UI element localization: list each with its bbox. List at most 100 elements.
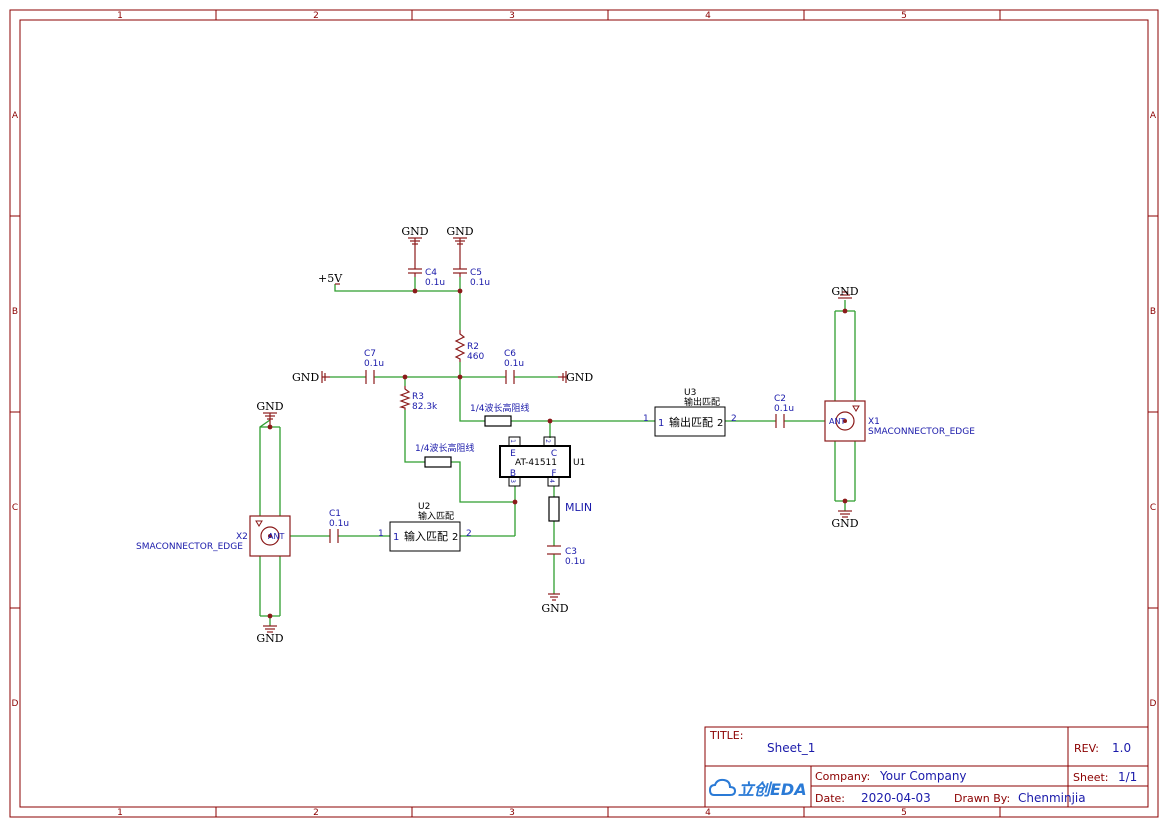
frame-row-a: A [12, 111, 19, 121]
frame-row-b-right: B [1150, 307, 1156, 317]
u2-pin1-outer: 1 [378, 529, 384, 539]
r2-value: 460 [467, 352, 484, 362]
transistor-u1[interactable]: 1 2 3 4 E C B F AT-41511 U1 [499, 436, 585, 487]
u2-pin2-outer: 2 [466, 529, 472, 539]
u2-value: 输入匹配 [418, 510, 454, 522]
input-match-u2[interactable]: U2 输入匹配 1 1 输入匹配 2 2 [378, 502, 472, 552]
gnd-label-x1-bottom: GND [831, 517, 858, 530]
gnd-label-c7: GND [292, 371, 319, 384]
u3-pin1-inner: 1 [658, 418, 664, 429]
c3-value: 0.1u [565, 557, 585, 567]
gnd-symbol-x1-top: GND [831, 285, 859, 299]
date-label: Date: [815, 792, 845, 805]
frame-row-c: C [12, 503, 18, 513]
capacitor-c1[interactable]: C1 0.1u [329, 509, 349, 543]
x2-ant-label: ANT [268, 532, 284, 541]
vcc-symbol: +5V [318, 272, 343, 285]
c1-ref: C1 [329, 509, 341, 519]
sheet-title: Sheet_1 [767, 741, 815, 755]
gnd-symbol-c5: GND [446, 225, 474, 262]
gnd-symbol-x1-bottom: GND [831, 510, 859, 530]
capacitor-c5[interactable]: C5 0.1u [453, 262, 490, 288]
frame-col-5: 5 [901, 11, 907, 21]
output-match-u3[interactable]: U3 输出匹配 1 1 输出匹配 2 2 [643, 388, 737, 437]
gnd-symbol-x2-top: GND [256, 400, 284, 427]
c3-ref: C3 [565, 547, 577, 557]
sma-connector-x2[interactable]: ANT X2 SMACONNECTOR_EDGE [136, 515, 291, 557]
u1-pin-f: F [551, 469, 556, 479]
drawn-by-label: Drawn By: [954, 792, 1010, 805]
c2-value: 0.1u [774, 404, 794, 414]
sheet-value: 1/1 [1118, 770, 1137, 784]
u3-pin2-outer: 2 [731, 414, 737, 424]
c5-value: 0.1u [470, 278, 490, 288]
u1-pin-4: 4 [548, 479, 555, 483]
u2-pin1-inner: 1 [393, 532, 399, 543]
u3-ref: U3 [684, 388, 696, 398]
frame-row-c-right: C [1150, 503, 1156, 513]
gnd-label-c6: GND [566, 371, 593, 384]
sheet-label: Sheet: [1073, 771, 1109, 784]
gnd-label-x2-bottom: GND [256, 632, 283, 645]
u1-pin-1: 1 [509, 439, 516, 443]
capacitor-c3[interactable]: C3 0.1u [547, 545, 585, 567]
vcc-label: +5V [318, 272, 343, 285]
u3-body-label: 输出匹配 [669, 415, 713, 429]
x1-ant-label: ANT [829, 417, 845, 426]
frame-row-d-right: D [1150, 699, 1157, 709]
frame-col-1-bottom: 1 [117, 808, 123, 818]
u1-value: AT-41511 [515, 458, 557, 468]
u1-pin-b: B [510, 469, 516, 479]
u1-pin-e: E [510, 449, 516, 459]
u1-pin-2: 2 [544, 439, 551, 443]
frame-col-3: 3 [509, 11, 515, 21]
frame-col-1: 1 [117, 11, 123, 21]
r2-ref: R2 [467, 342, 479, 352]
capacitor-c2[interactable]: C2 0.1u [774, 394, 794, 428]
gnd-label-c5: GND [446, 225, 473, 238]
title-block: TITLE: Sheet_1 REV: 1.0 Company: Your Co… [704, 726, 1149, 808]
capacitor-c7[interactable]: C7 0.1u [364, 349, 384, 384]
c4-ref: C4 [425, 268, 437, 278]
x1-ref: X1 [868, 417, 880, 427]
x1-value: SMACONNECTOR_EDGE [868, 427, 975, 437]
capacitor-c6[interactable]: C6 0.1u [504, 349, 524, 384]
title-label: TITLE: [709, 729, 743, 742]
u2-body-label: 输入匹配 [404, 529, 448, 543]
sma-connector-x1[interactable]: ANT X1 SMACONNECTOR_EDGE [824, 400, 975, 442]
c5-ref: C5 [470, 268, 482, 278]
lceda-logo: 立创EDA [708, 778, 807, 799]
mlin-line[interactable]: MLIN [548, 496, 592, 522]
drawing-frame: 1 2 3 4 5 1 2 3 4 5 A B C D A B C D [9, 9, 1159, 818]
tline-quarter-wave-2[interactable]: 1/4波长高阻线 [415, 442, 475, 468]
resistor-r2[interactable]: R2 460 [454, 330, 484, 362]
c2-ref: C2 [774, 394, 786, 404]
u2-ref: U2 [418, 502, 430, 512]
x2-value: SMACONNECTOR_EDGE [136, 542, 243, 552]
tline-quarter-wave-1[interactable]: 1/4波长高阻线 [470, 402, 530, 427]
logo-text: 立创EDA [738, 780, 807, 799]
frame-row-d: D [12, 699, 19, 709]
capacitor-c4[interactable]: C4 0.1u [408, 262, 445, 288]
u2-pin2-inner: 2 [452, 532, 458, 543]
u3-pin2-inner: 2 [717, 418, 723, 429]
c4-value: 0.1u [425, 278, 445, 288]
gnd-label-x1-top: GND [831, 285, 858, 298]
u3-value: 输出匹配 [684, 396, 720, 408]
frame-col-5-bottom: 5 [901, 808, 907, 818]
u1-pin-c: C [551, 449, 557, 459]
r3-ref: R3 [412, 392, 424, 402]
gnd-label-x2-top: GND [256, 400, 283, 413]
tline1-label: 1/4波长高阻线 [470, 402, 530, 414]
company-label: Company: [815, 770, 870, 783]
drawn-by-value: Chenminjia [1018, 791, 1086, 805]
frame-col-2: 2 [313, 11, 319, 21]
c1-value: 0.1u [329, 519, 349, 529]
r3-value: 82.3k [412, 402, 438, 412]
gnd-symbol-c6: GND [558, 371, 593, 384]
wires [259, 277, 856, 626]
x2-ref: X2 [236, 532, 248, 542]
resistor-r3[interactable]: R3 82.3k [398, 386, 438, 412]
gnd-label-c4: GND [401, 225, 428, 238]
